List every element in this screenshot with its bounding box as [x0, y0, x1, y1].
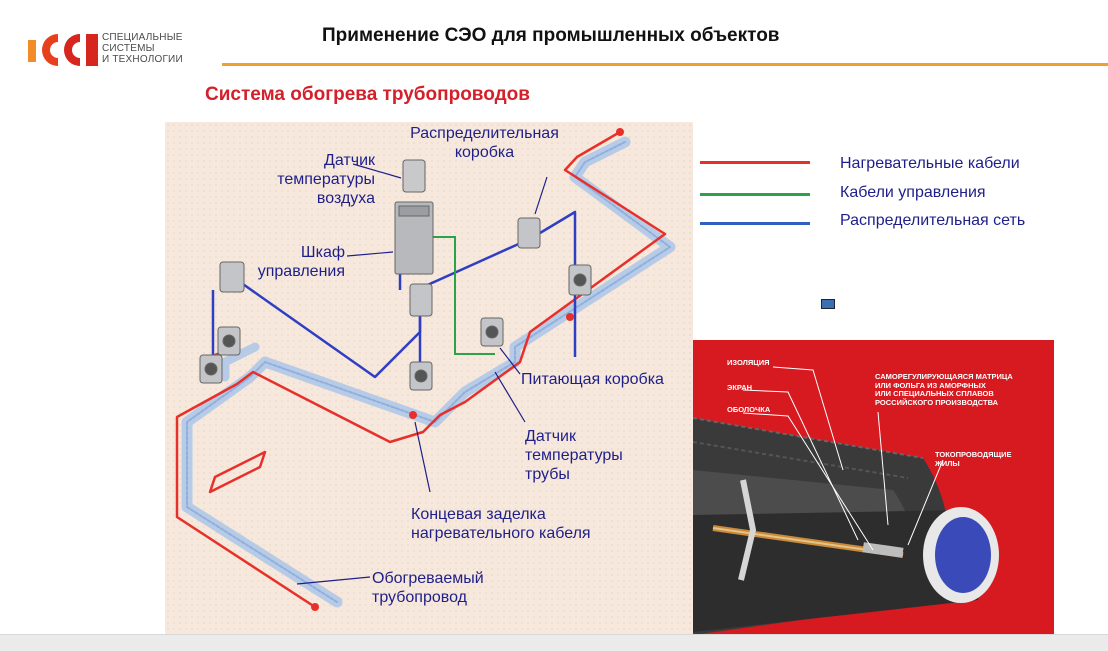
label-pipe-temperature-sensor: Датчик температуры трубы: [525, 428, 623, 483]
callout-matrix: САМОРЕГУЛИРУЮЩАЯСЯ МАТРИЦА ИЛИ ФОЛЬГА ИЗ…: [875, 372, 1013, 407]
label-end-seal: Концевая заделка нагревательного кабеля: [411, 506, 591, 542]
band-clamp: [738, 479, 757, 581]
junction-box: [409, 283, 433, 317]
pipeline-drawing: [165, 122, 693, 634]
cable-cross-section-panel: ИЗОЛЯЦИЯ ЭКРАН ОБОЛОЧКА САМОРЕГУЛИРУЮЩАЯ…: [693, 340, 1054, 635]
air-temperature-sensor: [402, 159, 426, 193]
distribution-box: [517, 217, 541, 249]
junction-box: [409, 361, 433, 391]
section-title: Система обогрева трубопроводов: [205, 84, 530, 105]
label-heated-pipe: Обогреваемый трубопровод: [372, 570, 484, 606]
pipe-body: [693, 507, 999, 632]
legend-swatch-distribution: [700, 222, 810, 225]
junction-box: [199, 354, 223, 384]
page-title: Применение СЭО для промышленных объектов: [322, 25, 780, 46]
devices: [199, 159, 592, 391]
pipeline-heating-diagram: Датчик температуры воздуха Распределител…: [165, 122, 693, 634]
label-distribution-box: Распределительная коробка: [410, 125, 559, 161]
logo-mark-icon: [28, 34, 98, 66]
control-cabinet: [394, 201, 434, 275]
legend-swatch-control: [700, 193, 810, 196]
legend-label-heating: Нагревательные кабели: [840, 155, 1020, 172]
control-cable: [433, 236, 495, 355]
callout-sheath: ОБОЛОЧКА: [727, 405, 771, 414]
embedded-object-icon[interactable]: [821, 299, 835, 309]
label-control-cabinet: Шкаф управления: [257, 244, 345, 280]
legend-swatch-heating: [700, 161, 810, 164]
logo-text: СПЕЦИАЛЬНЫЕ СИСТЕМЫ И ТЕХНОЛОГИИ: [102, 32, 183, 65]
junction-box: [219, 261, 245, 293]
leader-lines: [296, 163, 548, 585]
pipe-temperature-sensor: [480, 317, 504, 347]
heating-cable-strip: [712, 525, 904, 558]
legend-label-distribution: Распределительная сеть: [840, 212, 1026, 229]
legend: Нагревательные кабели Кабели управления …: [700, 150, 1100, 240]
logo-text-line: СПЕЦИАЛЬНЫЕ: [102, 32, 183, 43]
company-logo: СПЕЦИАЛЬНЫЕ СИСТЕМЫ И ТЕХНОЛОГИИ: [28, 30, 208, 72]
footer-bar: [0, 634, 1108, 651]
callout-insulation: ИЗОЛЯЦИЯ: [727, 358, 770, 367]
label-power-box: Питающая коробка: [521, 371, 664, 388]
logo-text-line: И ТЕХНОЛОГИИ: [102, 54, 183, 65]
power-box: [568, 264, 592, 296]
callout-conductors: ТОКОПРОВОДЯЩИЕ ЖИЛЫ: [935, 450, 1012, 468]
legend-label-control: Кабели управления: [840, 184, 986, 201]
callout-lines: [742, 366, 944, 551]
junction-box: [217, 326, 241, 356]
callout-screen: ЭКРАН: [727, 383, 753, 392]
logo-text-line: СИСТЕМЫ: [102, 43, 155, 54]
cable-illustration: [693, 366, 999, 635]
label-air-temperature-sensor: Датчик температуры воздуха: [277, 152, 375, 207]
end-seal-markers: [311, 128, 624, 611]
header-divider: [222, 63, 1108, 66]
